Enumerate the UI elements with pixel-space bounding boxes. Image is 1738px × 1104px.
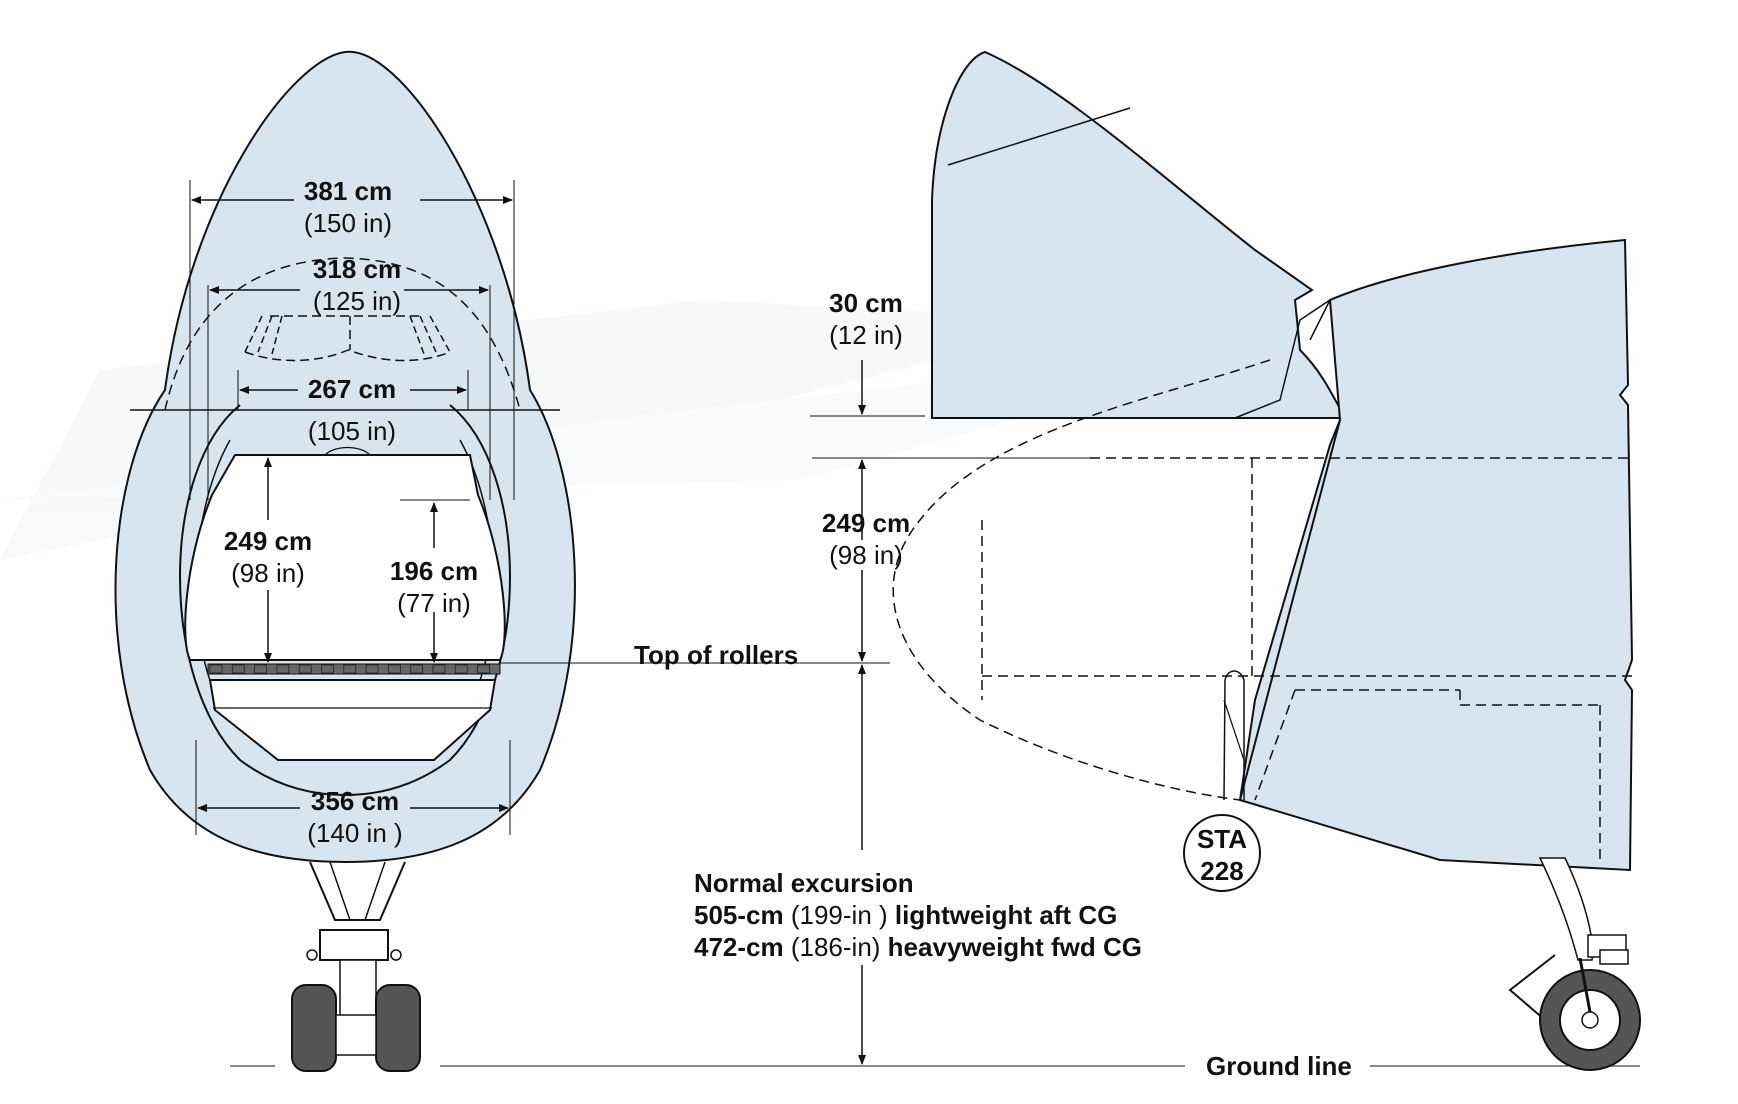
side-dim-249-imperial: (98 in) <box>829 540 903 570</box>
side-dim-30-imperial: (12 in) <box>829 320 903 350</box>
dim-356-metric: 356 cm <box>311 786 399 816</box>
raised-nose-cone <box>931 50 1347 419</box>
dim-318-metric: 318 cm <box>313 254 401 284</box>
roller <box>365 664 379 674</box>
roller <box>432 664 446 674</box>
roller <box>276 664 290 674</box>
general-labels: Top of rollers Ground line Normal excurs… <box>634 640 1352 1081</box>
roller <box>231 664 245 674</box>
roller-row <box>207 663 501 675</box>
dim-381-metric: 381 cm <box>304 176 392 206</box>
side-view <box>230 50 1641 1071</box>
side-dim-30-metric: 30 cm <box>829 288 903 318</box>
front-view <box>114 50 576 1072</box>
sta-label-line2: 228 <box>1200 856 1243 886</box>
forward-fuselage <box>1238 238 1634 872</box>
roller <box>254 664 268 674</box>
top-of-rollers-label: Top of rollers <box>634 640 798 670</box>
dim-196-imperial: (77 in) <box>397 588 471 618</box>
excursion-line-lightweight: 505-cm (199-in ) lightweight aft CG <box>694 900 1117 930</box>
roller <box>321 664 334 674</box>
roller <box>477 664 491 674</box>
ground-line-label: Ground line <box>1206 1051 1352 1081</box>
cargo-bore <box>179 404 511 797</box>
roller <box>209 664 223 674</box>
excursion-title: Normal excursion <box>694 868 914 898</box>
roller <box>298 664 312 674</box>
sta-label-line1: STA <box>1197 824 1247 854</box>
dim-267-imperial: (105 in) <box>308 416 396 446</box>
dim-196-metric: 196 cm <box>390 556 478 586</box>
roller <box>410 664 424 674</box>
dim-356-imperial: (140 in ) <box>307 818 402 848</box>
side-nose-gear <box>1508 857 1641 1071</box>
roller <box>454 664 468 674</box>
front-dimension-labels: 381 cm (150 in) 318 cm (125 in) 267 cm (… <box>224 176 478 848</box>
sta-marker <box>1183 670 1261 892</box>
roller <box>387 664 401 674</box>
excursion-line-heavyweight: 472-cm (186-in) heavyweight fwd CG <box>694 932 1142 962</box>
dim-267-metric: 267 cm <box>308 374 396 404</box>
container-outline <box>184 454 506 661</box>
dim-249-imperial: (98 in) <box>231 558 305 588</box>
roller <box>343 664 357 674</box>
dim-381-imperial: (150 in) <box>304 208 392 238</box>
dim-249-metric: 249 cm <box>224 526 312 556</box>
front-nose-gear <box>291 861 421 1072</box>
side-dim-249-metric: 249 cm <box>822 508 910 538</box>
side-dimension-labels: 30 cm (12 in) 249 cm (98 in) STA 228 <box>822 288 1247 886</box>
dim-318-imperial: (125 in) <box>313 286 401 316</box>
